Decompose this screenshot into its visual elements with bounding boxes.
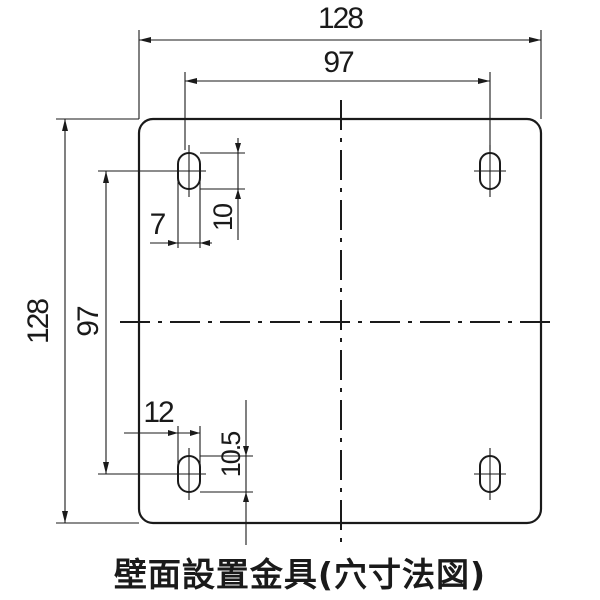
dimension-overall-height: 128 (22, 118, 139, 524)
drawing-caption: 壁面設置金具(穴寸法図) (114, 555, 486, 594)
dimension-label-slot-height-top: 10 (208, 204, 238, 231)
dimension-label-slot-width-top: 7 (150, 208, 166, 241)
dimension-label-hole-pitch-horizontal: 97 (323, 46, 354, 79)
dimension-label-hole-pitch-vertical: 97 (72, 306, 105, 337)
mounting-hole-top-right (474, 145, 506, 197)
dimension-slot-height-bottom: 10.5 (200, 400, 253, 545)
mounting-hole-bottom-right (474, 448, 506, 500)
dimension-label-slot-height-bottom: 10.5 (216, 432, 246, 478)
dimension-hole-pitch-horizontal: 97 (184, 46, 491, 150)
dimension-slot-height-top: 10 (200, 138, 245, 240)
dimension-label-overall-height: 128 (22, 299, 55, 344)
dimension-hole-pitch-vertical: 97 (72, 170, 175, 475)
dimension-slot-width-bottom: 12 (124, 396, 201, 474)
dimension-label-slot-width-bottom: 12 (143, 396, 174, 429)
dimension-slot-width-top: 7 (150, 171, 212, 248)
dimension-label-overall-width: 128 (318, 2, 363, 35)
dimension-overall-width: 128 (138, 2, 542, 119)
